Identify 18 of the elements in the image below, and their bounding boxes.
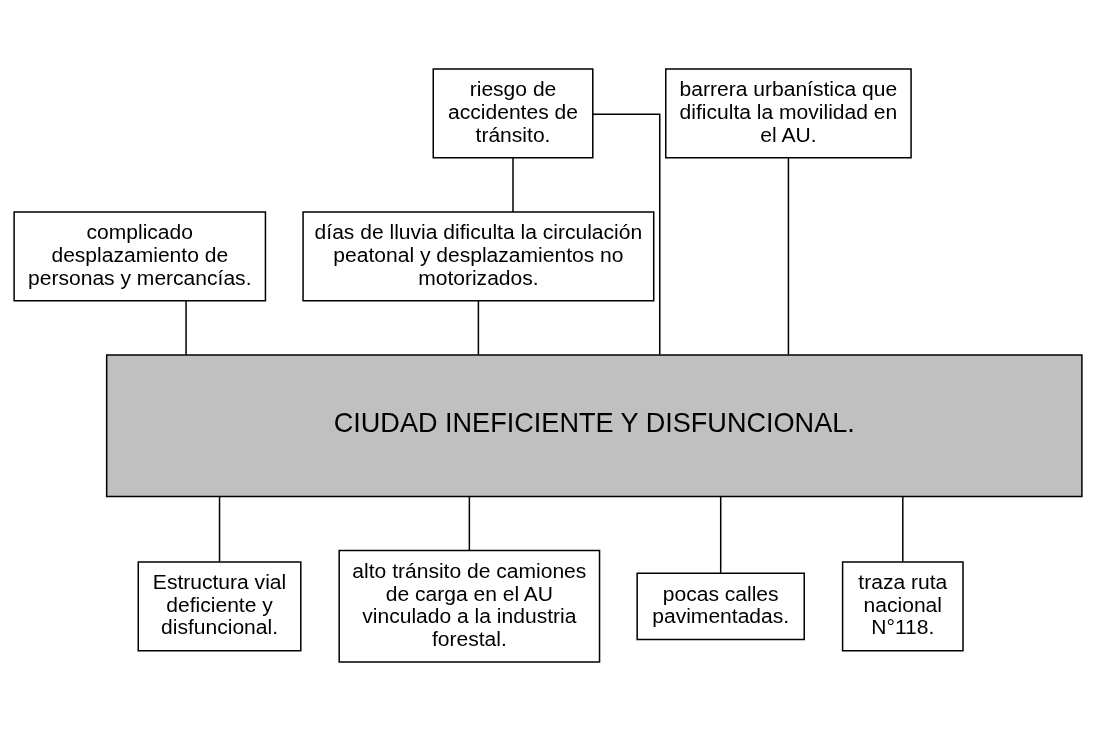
connector [185, 300, 187, 356]
node-box: traza ruta nacional N°118. [841, 561, 964, 652]
node-box: días de lluvia dificulta la circulación peatonal y desplazamientos no motorizados. [302, 211, 655, 302]
node-box: CIUDAD INEFICIENTE Y DISFUNCIONAL. [105, 354, 1083, 498]
node-box: complicado desplazamiento de personas y mercancías. [13, 211, 267, 302]
connector [592, 113, 661, 356]
connector [468, 495, 471, 551]
node-box: alto tránsito de camiones de carga en el AU vinculado a la industria forestal. [338, 549, 601, 663]
connector [787, 157, 790, 356]
connector [902, 495, 904, 563]
node-box: Estructura vial deficiente y disfuncional. [137, 561, 302, 652]
connector [719, 495, 722, 574]
node-box: pocas calles pavimentadas. [636, 572, 805, 641]
connector [477, 300, 480, 356]
node-box: barrera urbanística que dificulta la movilidad en el AU. [665, 68, 912, 159]
connector [218, 495, 221, 563]
connector [512, 157, 514, 213]
node-box: riesgo de accidentes de tránsito. [432, 68, 594, 159]
